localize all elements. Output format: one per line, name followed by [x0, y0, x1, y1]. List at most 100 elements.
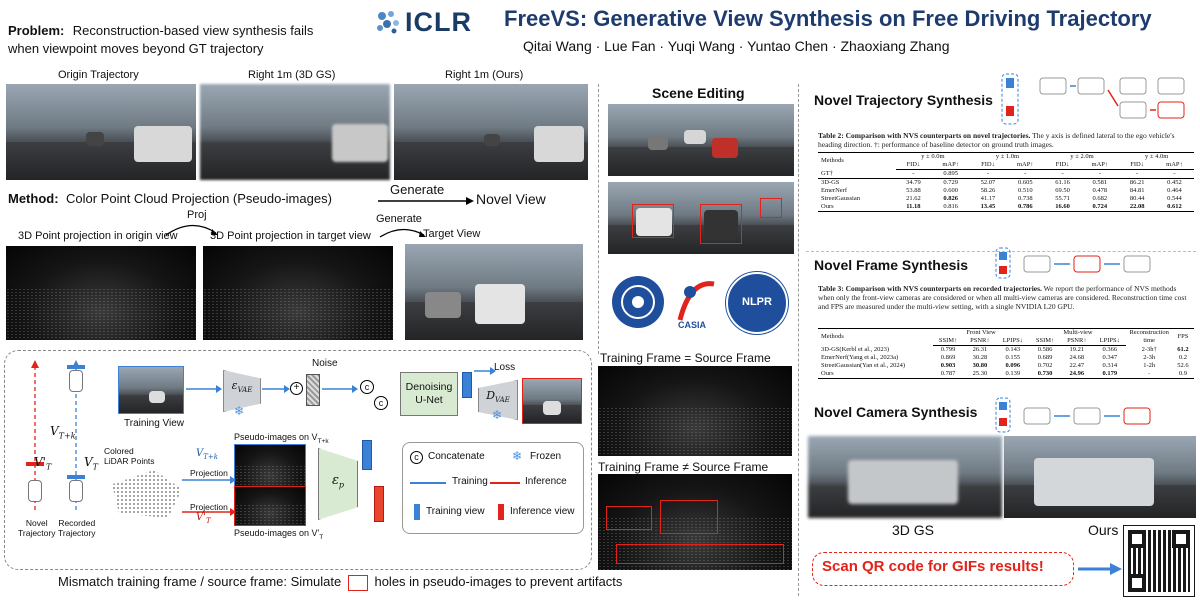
nts-cell: 0.544: [1167, 195, 1182, 202]
ncs-label-gs: 3D GS: [892, 522, 935, 538]
nts-cell: 34.79: [906, 179, 921, 186]
problem-text-2: when viewpoint moves beyond GT trajector…: [8, 41, 264, 56]
nts-group-2: y ± 2.0m: [1044, 152, 1120, 161]
nts-cell: StreetGaussian: [821, 195, 860, 202]
nfs-cell: 0.366: [1102, 346, 1118, 353]
nts-cell: 0.816: [931, 203, 971, 212]
nlpr-logo-text: NLPR: [742, 296, 772, 308]
problem-text-1: Reconstruction-based view synthesis fail…: [72, 23, 314, 38]
nts-cell: 11.18: [895, 203, 932, 212]
nfs-cell: 0.314: [1102, 362, 1118, 369]
iclr-logo: ICLR: [372, 6, 492, 37]
pseudo-bot-label: Pseudo-images on V'T: [234, 528, 323, 541]
noise-label: Noise: [312, 358, 338, 369]
nts-cell: 0.729: [943, 179, 958, 186]
legend-concat-label: Concatenate: [428, 451, 485, 462]
nfs-cell: 61.2: [1177, 345, 1189, 353]
nts-methods-header: Methods: [818, 152, 896, 170]
table-row: GT†-0.895------: [818, 169, 1194, 179]
qr-code-image[interactable]: [1123, 525, 1195, 597]
nfs-cell: 0.903: [940, 362, 956, 369]
nts-cell: 52.07: [980, 179, 996, 186]
mismatch-label-1: Training Frame = Source Frame: [600, 351, 771, 365]
method-sub-label-1: 3D Point projection in origin view: [18, 230, 178, 242]
nts-cell: 21.62: [906, 195, 921, 202]
arrow-noise-to-concat: [322, 385, 358, 393]
legend-inference-view-label: Inference view: [510, 506, 575, 517]
nts-caption-bold: Table 2: Comparison with NVS counterpart…: [818, 131, 1031, 140]
point-encoder: εp: [318, 448, 358, 520]
concat-icon-2: c: [374, 396, 388, 410]
nfs-methods-header: Methods: [818, 328, 933, 346]
proj-arc-arrow: [165, 224, 218, 236]
nts-cell: 0.510: [1017, 187, 1033, 194]
nfs-cell: 25.30: [963, 370, 997, 379]
authors: Qitai Wang · Lue Fan · Yuqi Wang · Yunta…: [523, 38, 950, 54]
casia-logo-text: CASIA: [678, 320, 707, 330]
nts-cell: 13.45: [970, 203, 1006, 212]
nfs-cell: 24.68: [1069, 354, 1085, 361]
nts-cell: 0.682: [1092, 195, 1108, 202]
target-view-image: [405, 244, 583, 340]
nfs-cell: 24.96: [1060, 370, 1094, 379]
nfs-cell: 0.869: [940, 354, 956, 361]
nfs-cell: 2-3h†: [1141, 345, 1157, 353]
mismatch-bottom-text: Mismatch training frame / source frame: …: [58, 574, 622, 591]
nts-cell: 55.71: [1055, 195, 1070, 202]
nfs-cell: 0.799: [940, 346, 956, 353]
noise-block: [306, 374, 320, 406]
nfs-caption-rest: We report the performance of NVS methods…: [818, 284, 1187, 311]
projection-label-1: Projection: [190, 468, 228, 478]
nts-caption: Table 2: Comparison with NVS counterpart…: [818, 131, 1194, 149]
colored-lidar-label: Colored LiDAR Points: [104, 446, 155, 466]
method-label: Method:: [8, 191, 59, 206]
mismatch-bottom-text-b: holes in pseudo-images to prevent artifa…: [374, 574, 623, 589]
projection-arrows: [182, 476, 236, 516]
nts-cell: EmerNerf: [821, 187, 847, 194]
method-proj: Proj: [187, 209, 207, 221]
nts-cell: 0.738: [1017, 195, 1033, 202]
ncs-title: Novel Camera Synthesis: [814, 404, 978, 420]
nts-group-3: y ± 4.0m: [1119, 152, 1194, 161]
nfs-group-front: Front View: [932, 328, 1030, 337]
vtk-camera-marker: [67, 365, 85, 369]
point-encoder-symbol: ε: [331, 473, 339, 488]
nfs-cell: -: [1126, 370, 1172, 379]
nfs-cell: 26.31: [972, 346, 988, 353]
nts-cell: -: [1119, 169, 1155, 179]
legend-inference-view-marker: [498, 504, 504, 520]
gs-right1m-image: [200, 84, 390, 180]
nts-sub-fid: FID↓: [1119, 161, 1155, 170]
label-vt: VT: [84, 455, 98, 471]
concat-icon-1: c: [360, 380, 374, 394]
nfs-cell: 0.730: [1029, 370, 1061, 379]
nts-box-border: [806, 72, 1196, 252]
arrow-vae-to-plus: [262, 385, 290, 393]
nts-cell: 3D-GS: [821, 179, 840, 186]
decoder-vae-sub: VAE: [495, 396, 510, 405]
cas-logo-mark: [621, 285, 655, 319]
nts-cell: -: [1044, 169, 1081, 179]
nfs-cell: 52.6: [1177, 362, 1189, 369]
nts-sub-map: mAP↑: [1154, 161, 1194, 170]
legend-concat-icon: c: [410, 451, 423, 464]
label-vtk-main: V: [50, 424, 59, 438]
nts-sub-map: mAP↑: [1080, 161, 1120, 170]
nts-cell: 53.88: [906, 187, 921, 194]
nfs-cell: 0.2: [1178, 354, 1187, 361]
nts-group-0: y ± 0.0m: [895, 152, 971, 161]
casia-logo-mark: [677, 281, 715, 321]
label-vtk-sub: T+k: [58, 431, 76, 441]
nts-cell: 41.17: [980, 195, 996, 202]
pseudo-top-image: [234, 444, 306, 490]
nfs-col: PSNR↑: [963, 337, 997, 346]
nts-cell: 69.50: [1055, 187, 1070, 194]
legend-frozen-label: Frozen: [530, 451, 562, 462]
legend-training-view-marker: [414, 504, 420, 520]
nfs-cell: 19.21: [1069, 346, 1085, 353]
